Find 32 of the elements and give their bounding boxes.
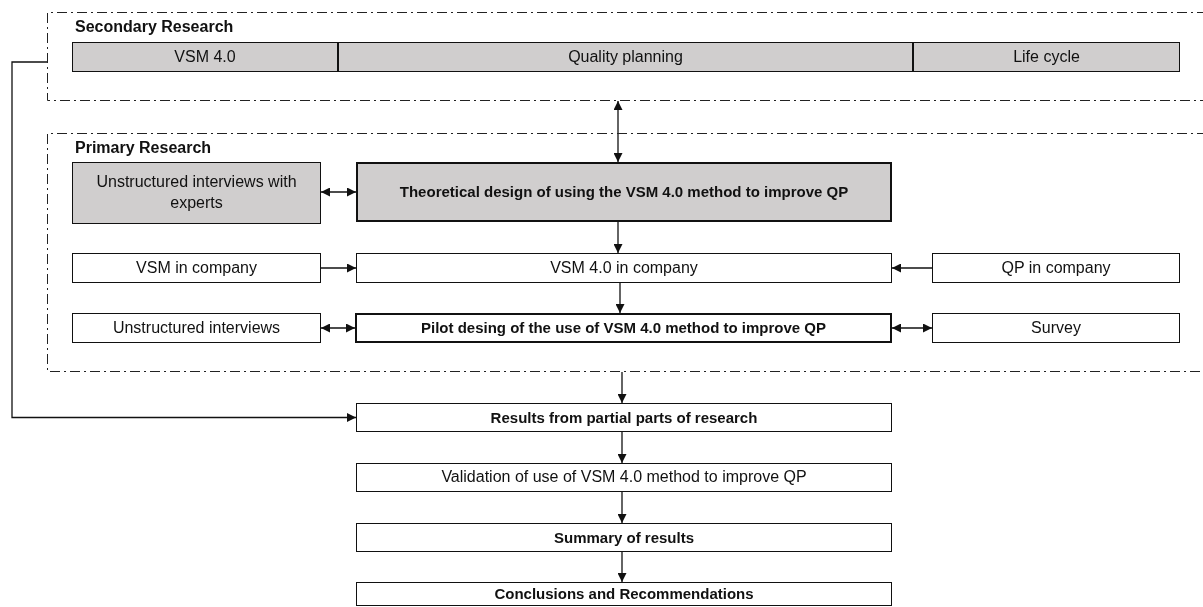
arrow bbox=[891, 263, 933, 273]
arrow bbox=[617, 491, 627, 524]
process-box: Validation of use of VSM 4.0 method to improve QP bbox=[356, 463, 892, 492]
dash-dot-group-frame bbox=[47, 133, 1203, 372]
table-cell: VSM 4.0 bbox=[72, 42, 338, 72]
process-box: Theoretical design of using the VSM 4.0 method to improve QP bbox=[356, 162, 892, 222]
arrow bbox=[617, 431, 627, 464]
dash-dot-group-frame bbox=[47, 12, 1203, 101]
arrow bbox=[320, 187, 357, 197]
process-box: VSM 4.0 in company bbox=[356, 253, 892, 283]
process-box: VSM in company bbox=[72, 253, 321, 283]
arrow bbox=[613, 221, 623, 254]
process-box: QP in company bbox=[932, 253, 1180, 283]
process-box: Conclusions and Recommendations bbox=[356, 582, 892, 606]
process-box: Pilot desing of the use of VSM 4.0 method to improve QP bbox=[355, 313, 892, 343]
process-box: Summary of results bbox=[356, 523, 892, 552]
table-cell: Life cycle bbox=[913, 42, 1180, 72]
table-cell: Quality planning bbox=[338, 42, 913, 72]
arrow bbox=[617, 371, 627, 404]
process-box: Results from partial parts of research bbox=[356, 403, 892, 432]
group-title: Primary Research bbox=[75, 139, 212, 157]
group-title: Secondary Research bbox=[75, 18, 234, 36]
arrow bbox=[615, 282, 625, 314]
arrow bbox=[891, 323, 933, 333]
arrow bbox=[320, 323, 356, 333]
arrow bbox=[617, 551, 627, 583]
arrow bbox=[320, 263, 357, 273]
arrow bbox=[613, 100, 623, 163]
process-box: Unstructured interviews bbox=[72, 313, 321, 343]
process-box: Unstructured interviews with experts bbox=[72, 162, 321, 224]
arrow bbox=[11, 61, 357, 422]
process-box: Survey bbox=[932, 313, 1180, 343]
